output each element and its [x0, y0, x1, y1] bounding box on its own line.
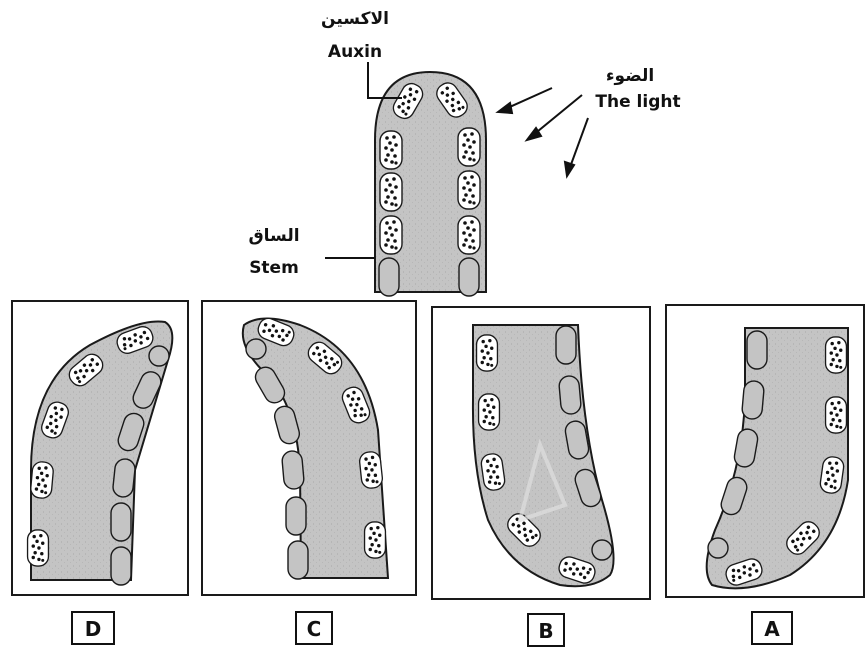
auxin-label-en: Auxin — [328, 42, 382, 62]
svg-text:B: B — [538, 619, 553, 643]
option-b-panel[interactable] — [432, 307, 650, 599]
option-d-panel[interactable] — [12, 301, 188, 595]
stem-label-en: Stem — [249, 258, 299, 278]
svg-text:A: A — [764, 617, 780, 641]
option-letter-b[interactable]: B — [528, 614, 564, 646]
option-letter-d[interactable]: D — [72, 612, 114, 644]
light-arrows — [498, 88, 588, 176]
option-letter-c[interactable]: C — [296, 612, 332, 644]
stem-label-ar: الساق — [248, 226, 299, 246]
svg-text:D: D — [85, 617, 102, 641]
light-label-en: The light — [595, 92, 680, 112]
svg-text:C: C — [307, 617, 322, 641]
stem-top-illustration — [375, 72, 486, 296]
auxin-label-ar: الاكسين — [321, 9, 389, 29]
option-c-panel[interactable] — [202, 301, 416, 595]
option-a-panel[interactable] — [666, 305, 864, 597]
option-letter-a[interactable]: A — [752, 612, 792, 644]
light-label-ar: الضوء — [606, 66, 654, 86]
